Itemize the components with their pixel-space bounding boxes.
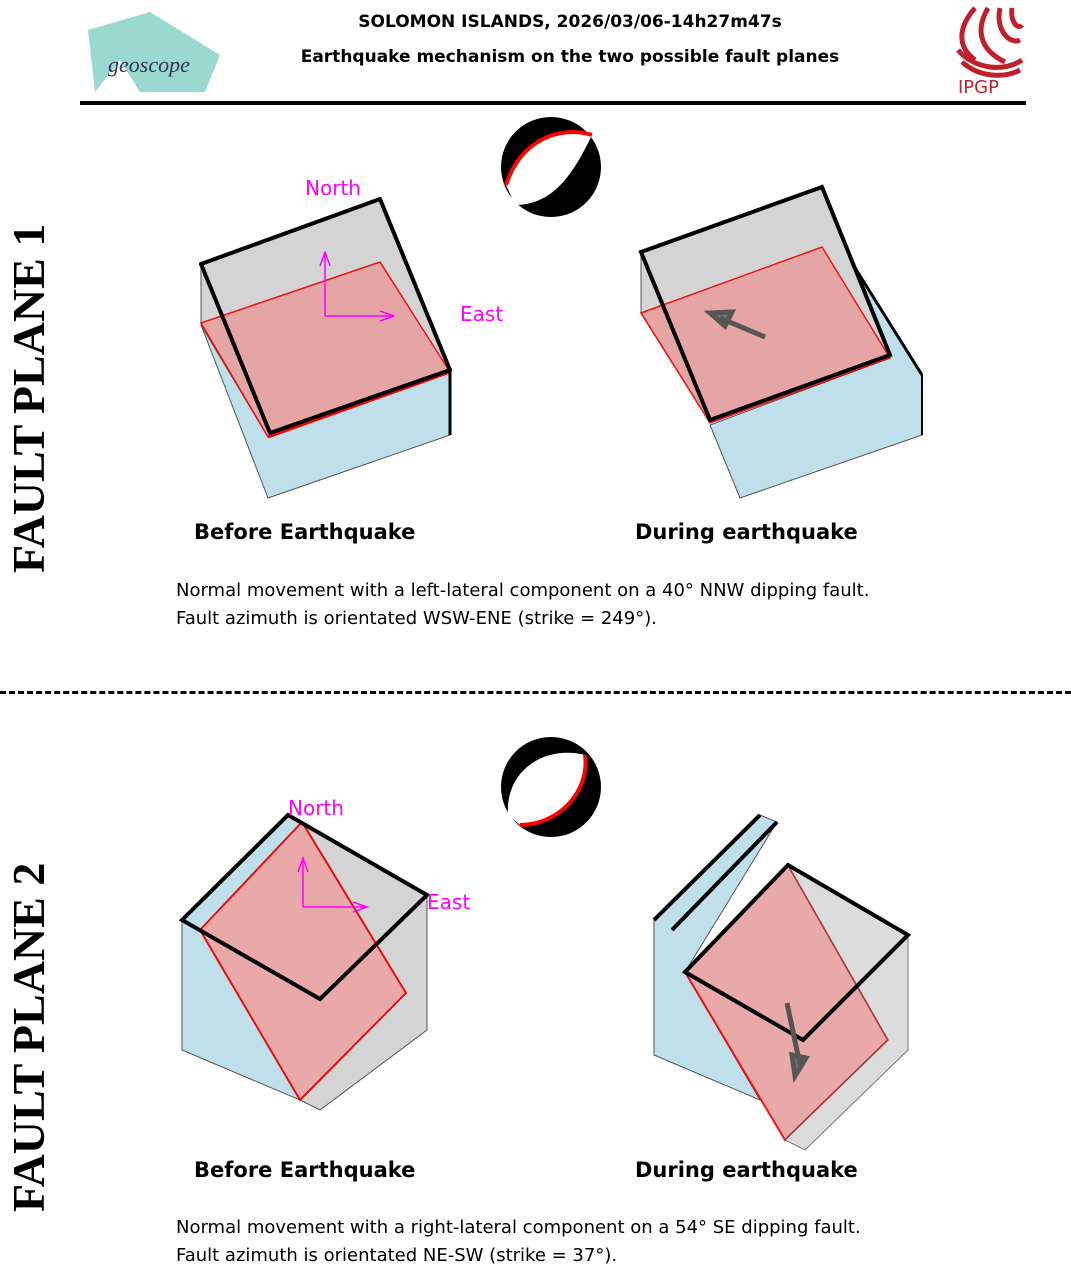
fault2-during-block <box>652 813 912 1151</box>
slip-arrow <box>703 309 766 340</box>
page-subtitle: Earthquake mechanism on the two possible… <box>300 47 840 67</box>
fault1-before-block <box>199 197 452 499</box>
fault1-during-block <box>638 184 924 499</box>
fault2-before-block <box>178 812 431 1111</box>
header-rule <box>80 101 1026 105</box>
description-line-1: Normal movement with a left-lateral comp… <box>176 580 870 601</box>
page-title: SOLOMON ISLANDS, 2026/03/06-14h27m47s <box>358 12 782 32</box>
north-label: North <box>288 796 344 820</box>
east-label: East <box>460 302 504 326</box>
geoscope-logo: geoscope <box>88 12 220 92</box>
east-label: East <box>427 890 471 914</box>
beachball-2 <box>501 737 601 837</box>
side-label-plane-2: FAULT PLANE 2 <box>3 862 54 1212</box>
svg-text:IPGP: IPGP <box>958 77 999 98</box>
during-label: During earthquake <box>635 1158 858 1182</box>
svg-text:geoscope: geoscope <box>108 52 190 77</box>
ipgp-logo: IPGP <box>956 6 1024 98</box>
before-label: Before Earthquake <box>194 1158 416 1182</box>
axis-arrows <box>319 251 395 322</box>
before-label: Before Earthquake <box>194 520 416 544</box>
during-label: During earthquake <box>635 520 858 544</box>
beachball-1 <box>501 117 601 217</box>
side-label-plane-1: FAULT PLANE 1 <box>3 223 54 573</box>
description-line-2: Fault azimuth is orientated NE-SW (strik… <box>176 1245 618 1266</box>
section-divider <box>0 691 1071 694</box>
description-line-2: Fault azimuth is orientated WSW-ENE (str… <box>176 608 657 629</box>
description-line-1: Normal movement with a right-lateral com… <box>176 1217 861 1238</box>
axis-arrows <box>297 855 370 913</box>
north-label: North <box>305 176 361 200</box>
slip-arrow <box>784 1002 810 1084</box>
